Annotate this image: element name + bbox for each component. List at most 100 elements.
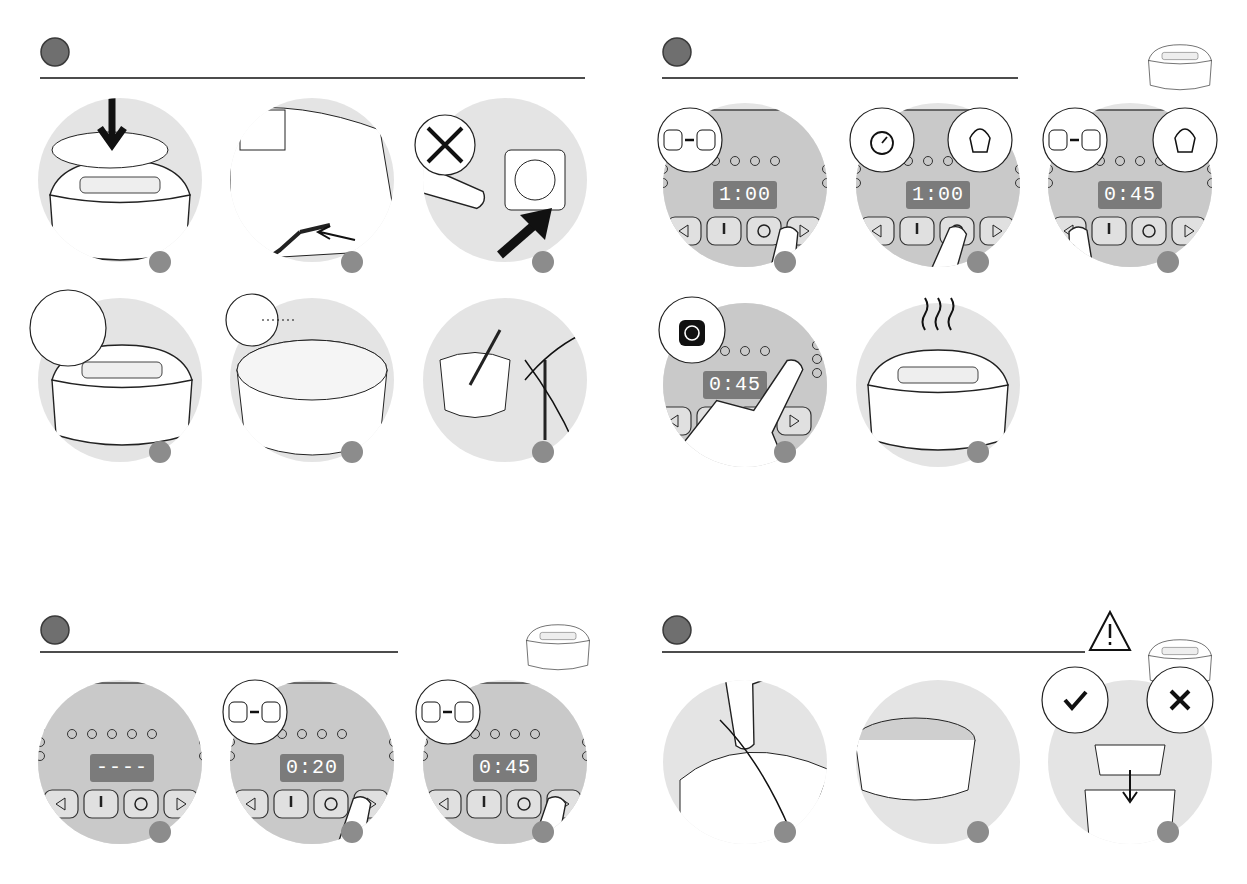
mode-key — [697, 130, 715, 150]
step-number-dot — [341, 251, 363, 273]
step-number-dot — [1157, 821, 1179, 843]
mode-icon — [1044, 179, 1053, 188]
mode-icon — [721, 347, 730, 356]
step-art — [237, 340, 387, 455]
callout-bubble — [223, 680, 287, 744]
panel-button — [1092, 217, 1126, 245]
section-bullet — [41, 616, 69, 644]
cooker-panel — [898, 367, 978, 383]
callout-bubble — [226, 294, 278, 346]
cross-mark — [428, 128, 462, 162]
display-window — [713, 181, 777, 209]
callout-bubble — [658, 108, 722, 172]
step-circle — [856, 680, 1020, 844]
mode-icon — [823, 165, 832, 174]
display-reading: 0:45 — [479, 758, 531, 778]
step-number-dot — [774, 441, 796, 463]
mode-icon — [813, 355, 822, 364]
mode-icon — [583, 738, 592, 747]
panel-button — [657, 407, 691, 435]
cooker-body — [1149, 61, 1212, 90]
panel-button — [980, 217, 1014, 245]
check-icon — [1065, 692, 1086, 708]
hand — [1018, 224, 1130, 376]
display-window — [280, 754, 344, 782]
cooker-body — [527, 641, 590, 670]
arrow — [250, 711, 259, 714]
callout-icon — [664, 130, 715, 150]
step-number-dot — [532, 441, 554, 463]
section-rule — [40, 651, 398, 653]
mode-icon — [1136, 157, 1145, 166]
hand — [335, 96, 505, 239]
arrow-key — [422, 702, 440, 722]
power-glyph — [685, 326, 699, 340]
socket-face — [515, 160, 555, 200]
step-number-dot — [341, 821, 363, 843]
panel-button — [467, 790, 501, 818]
wall-socket — [505, 150, 565, 210]
callout-bubble — [1042, 667, 1108, 733]
section-bullet — [663, 616, 691, 644]
mode-icon — [852, 179, 861, 188]
hand — [463, 782, 597, 884]
step-art — [50, 98, 190, 260]
mini-cooker — [527, 625, 590, 670]
power-plug — [240, 225, 330, 290]
pot-food — [237, 340, 387, 400]
mode-icon — [741, 347, 750, 356]
mode-icon — [1016, 151, 1025, 160]
mode-icon — [68, 730, 77, 739]
step-number-dot — [149, 441, 171, 463]
display-window — [703, 371, 767, 399]
mode-icon — [813, 341, 822, 350]
arrow-key — [229, 702, 247, 722]
step-circle — [38, 98, 202, 262]
arrow — [1070, 139, 1079, 142]
display-reading: 1:00 — [719, 185, 771, 205]
right-arrow-icon — [177, 798, 186, 810]
mode-icon — [419, 752, 428, 761]
step-number-dot — [967, 821, 989, 843]
section-header — [662, 38, 1018, 78]
step-number-dot — [774, 821, 796, 843]
mode-key — [455, 702, 473, 722]
panel-button — [274, 790, 308, 818]
mode-icon — [200, 752, 209, 761]
pot-top — [237, 340, 387, 400]
panel-button — [314, 790, 348, 818]
mode-icon — [659, 165, 668, 174]
timer-icon — [758, 225, 770, 237]
right-arrow-icon — [800, 225, 809, 237]
hand — [693, 600, 805, 752]
mode-icon — [649, 341, 658, 350]
mode-icon — [771, 157, 780, 166]
arrow — [443, 711, 452, 714]
left-arrow-icon — [439, 798, 448, 810]
mode-icon — [1016, 179, 1025, 188]
step-art — [868, 350, 1008, 450]
warning-triangle — [1090, 612, 1130, 650]
timer-hand — [882, 137, 887, 143]
section-header — [662, 616, 1085, 652]
mode-icon — [944, 157, 953, 166]
display-window — [90, 754, 154, 782]
step-number-dot — [341, 441, 363, 463]
thermo-icon — [1108, 223, 1111, 234]
thermo-icon — [916, 223, 919, 234]
mode-icon — [751, 157, 760, 166]
mode-icon — [36, 752, 45, 761]
panel-button — [667, 217, 701, 245]
cooker-body — [868, 385, 1008, 450]
mode-icon — [128, 730, 137, 739]
callout-icon — [1049, 130, 1100, 150]
step-number-dot — [1157, 251, 1179, 273]
cake-icon — [970, 129, 990, 152]
timer-icon — [135, 798, 147, 810]
mode-icon — [583, 724, 592, 733]
callout-icon — [1065, 692, 1086, 708]
dotted-arrow — [262, 320, 296, 321]
steam — [923, 298, 954, 330]
mode-icon — [731, 157, 740, 166]
